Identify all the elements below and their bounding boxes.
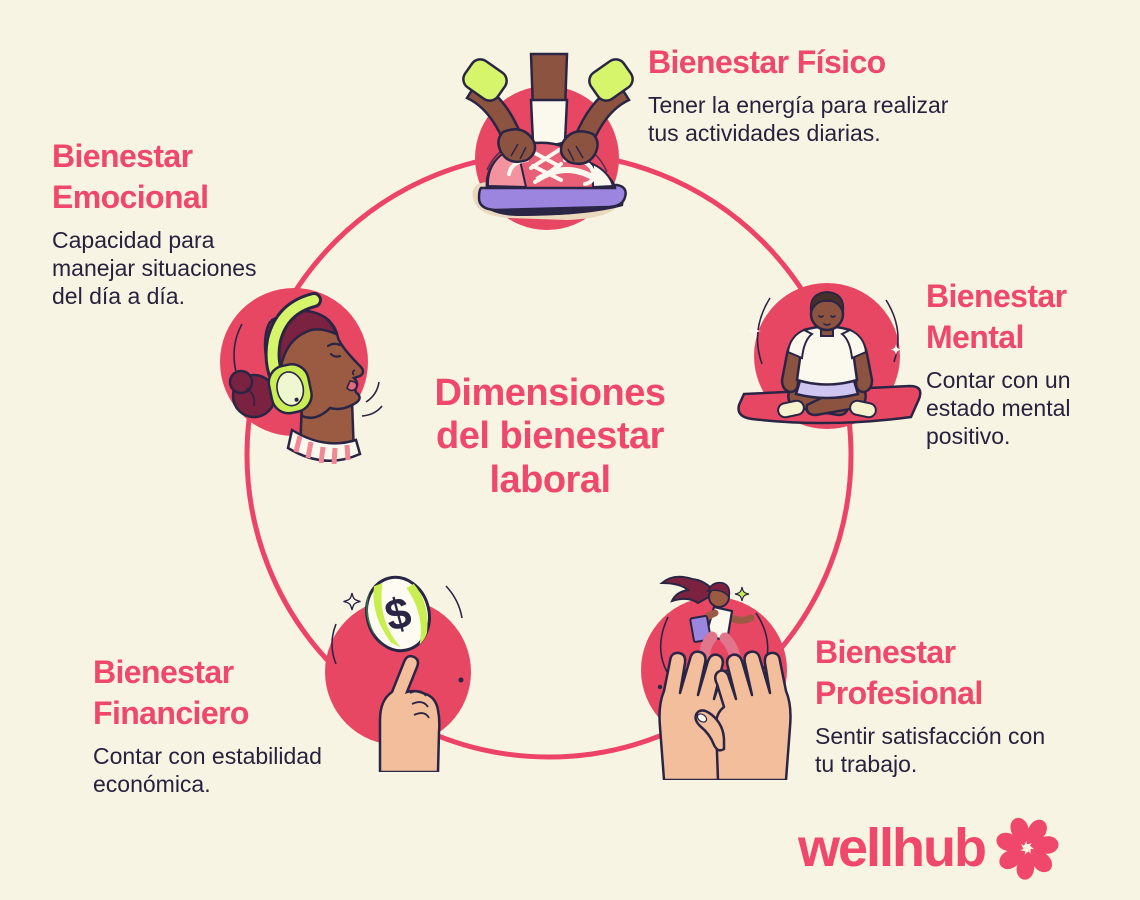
section-fisico: Bienestar Físico Tener la energía para r… bbox=[648, 42, 948, 147]
man-meditating-illustration bbox=[737, 283, 922, 429]
center-title: Dimensiones del bienestar laboral bbox=[434, 372, 666, 501]
headphones bbox=[264, 292, 322, 415]
hands-holding-runner-illustration bbox=[641, 575, 792, 780]
right-hand bbox=[694, 650, 792, 780]
striped-collar bbox=[286, 428, 362, 462]
sparkle bbox=[343, 592, 361, 611]
section-description-fisico: Tener la energía para realizar tus activ… bbox=[648, 91, 949, 146]
section-title-profesional: Bienestar Profesional bbox=[815, 634, 983, 711]
tying-sneaker-illustration bbox=[462, 52, 634, 230]
woman-listening-headphones-illustration bbox=[220, 288, 383, 465]
dollar-coin: $ bbox=[365, 575, 431, 653]
section-title-emocional: Bienestar Emocional bbox=[52, 138, 209, 215]
section-financiero: Bienestar Financiero Contar con estabili… bbox=[93, 652, 322, 798]
sparkles bbox=[747, 324, 902, 355]
section-title-financiero: Bienestar Financiero bbox=[93, 654, 249, 731]
section-title-fisico: Bienestar Físico bbox=[648, 44, 886, 80]
wellhub-logo: wellhub bbox=[798, 816, 1059, 880]
section-emocional: Bienestar Emocional Capacidad para manej… bbox=[52, 136, 257, 310]
wellhub-wordmark: wellhub bbox=[798, 818, 987, 878]
section-description-profesional: Sentir satisfacción con tu trabajo. bbox=[815, 722, 1046, 777]
pinwheel-icon bbox=[996, 817, 1059, 880]
sock bbox=[529, 98, 569, 147]
cupped-hands bbox=[658, 650, 792, 780]
woman-profile bbox=[263, 309, 365, 465]
section-profesional: Bienestar Profesional Sentir satisfacció… bbox=[815, 632, 1045, 778]
section-mental: Bienestar Mental Contar con un estado me… bbox=[926, 276, 1070, 450]
section-description-financiero: Contar con estabilidad económica. bbox=[93, 742, 322, 797]
meditating-man bbox=[777, 290, 877, 419]
section-description-mental: Contar con un estado mental positivo. bbox=[926, 366, 1071, 449]
coin-balanced-on-finger-illustration: $ bbox=[325, 575, 471, 772]
left-hand bbox=[462, 58, 537, 163]
section-description-emocional: Capacidad para manejar situaciones del d… bbox=[52, 226, 257, 309]
pointing-hand bbox=[378, 654, 441, 772]
right-hand bbox=[559, 58, 634, 165]
section-title-mental: Bienestar Mental bbox=[926, 278, 1067, 355]
